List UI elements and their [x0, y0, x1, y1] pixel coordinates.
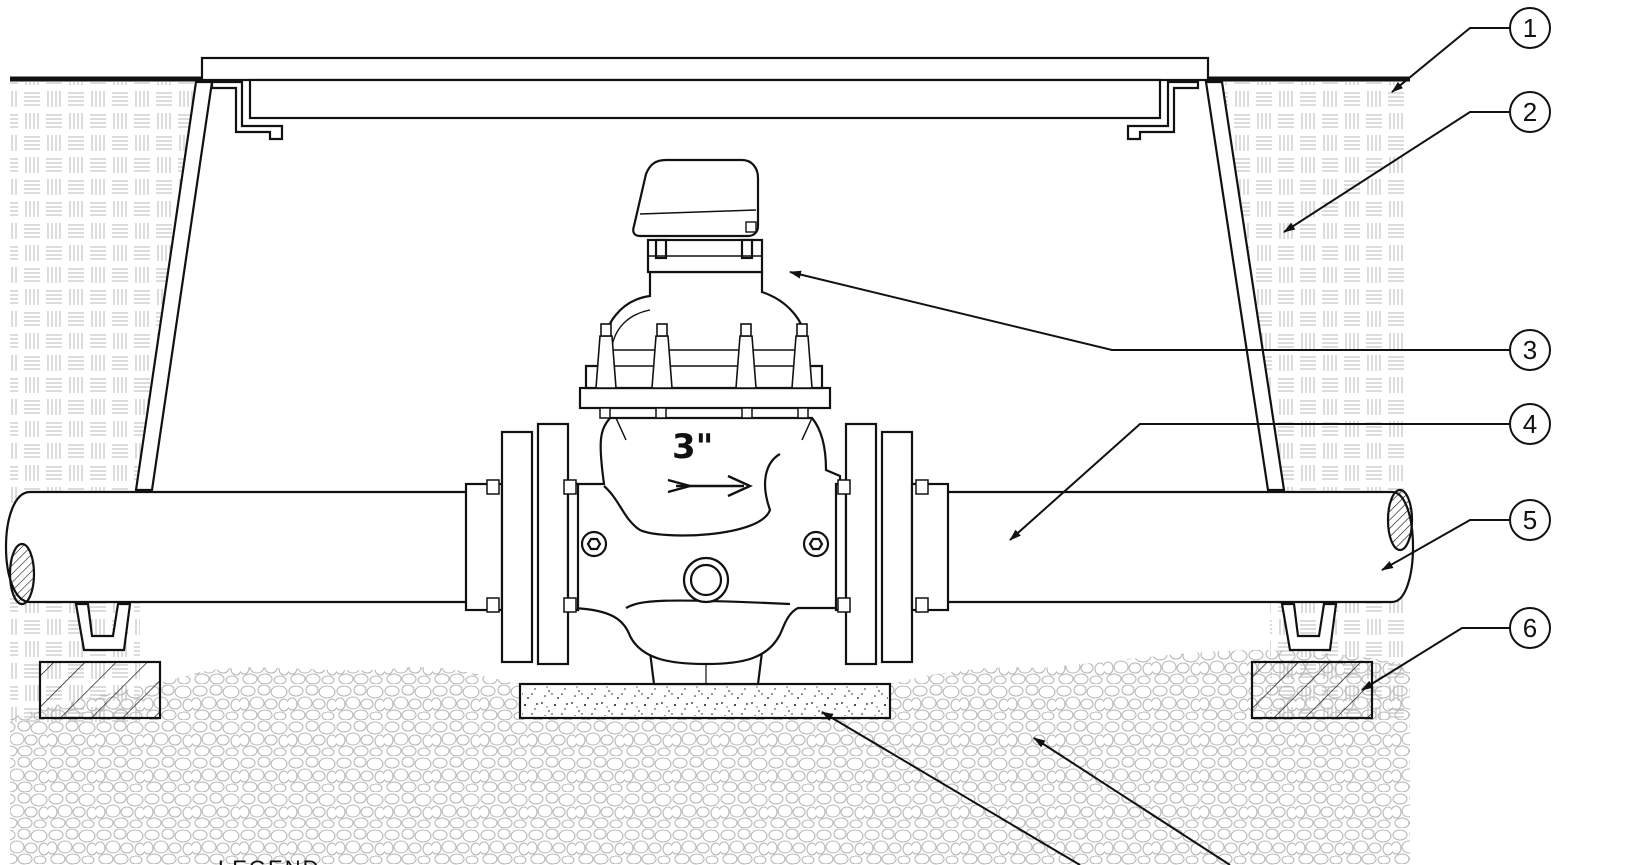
meter-box: [134, 80, 1286, 492]
callout-2: 2: [1509, 91, 1551, 133]
meter-support-pad: [518, 682, 892, 720]
meter-box-lid: [200, 56, 1210, 141]
callout-1: 1: [1509, 7, 1551, 49]
pipe-supports: [74, 602, 1338, 652]
pipe: [4, 488, 1414, 606]
concrete-blocks: [38, 660, 1374, 720]
callout-5: 5: [1509, 499, 1551, 541]
callout-4: 4: [1509, 403, 1551, 445]
svg-text:6: 6: [1523, 613, 1537, 643]
water-meter: [464, 158, 950, 686]
svg-text:4: 4: [1523, 409, 1537, 439]
svg-text:2: 2: [1523, 97, 1537, 127]
svg-text:3: 3: [1523, 335, 1537, 365]
flow-direction-arrow-icon: [667, 474, 753, 498]
svg-text:1: 1: [1523, 13, 1537, 43]
leader-lines: [789, 27, 1510, 865]
gravel-bed: [10, 650, 1410, 865]
callout-6: 6: [1509, 607, 1551, 649]
svg-text:5: 5: [1523, 505, 1537, 535]
meter-size-marking: 3": [672, 427, 713, 467]
callout-3: 3: [1509, 329, 1551, 371]
legend-heading: LEGEND: [218, 856, 320, 865]
